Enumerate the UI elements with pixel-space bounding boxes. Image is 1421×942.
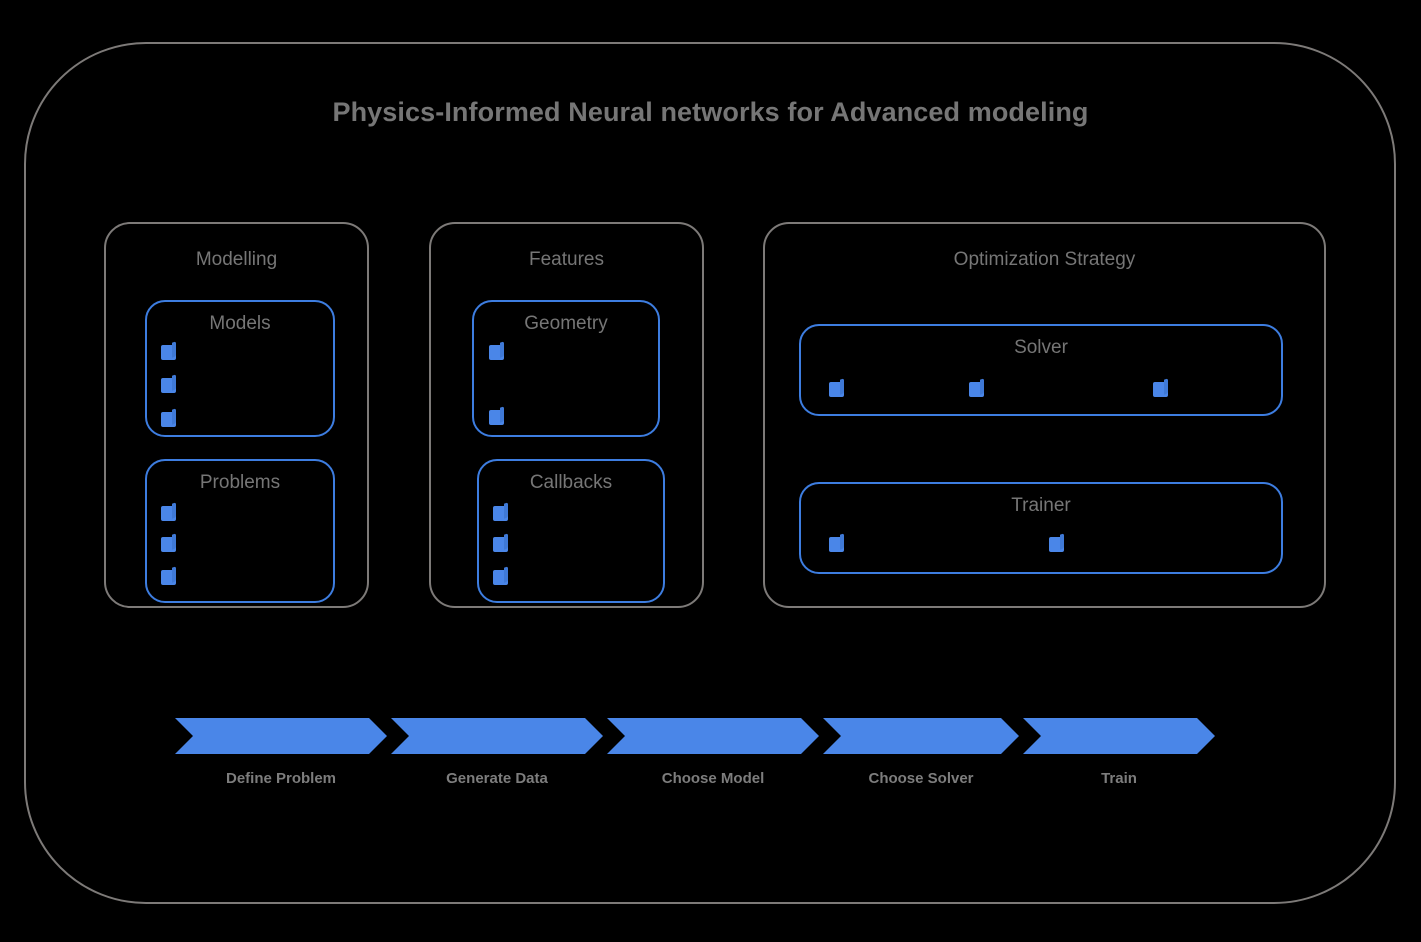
- cube-marker-problems-3: [161, 567, 179, 585]
- cube-marker-problems-2: [161, 534, 179, 552]
- cube-marker-models-3: [161, 409, 179, 427]
- card-solver[interactable]: Solver: [799, 324, 1283, 416]
- cube-marker-trainer-1: [829, 534, 847, 552]
- arrow-step-choose-solver[interactable]: [823, 718, 1019, 754]
- cube-marker-callbacks-2: [493, 534, 511, 552]
- process-flow: Define Problem Generate Data Choose Mode…: [175, 718, 1215, 787]
- step-label-define-problem: Define Problem: [225, 770, 337, 787]
- card-callbacks[interactable]: Callbacks: [477, 459, 665, 603]
- card-geometry[interactable]: Geometry: [472, 300, 660, 437]
- cube-marker-solver-3: [1153, 379, 1171, 397]
- card-trainer[interactable]: Trainer: [799, 482, 1283, 574]
- cube-marker-callbacks-3: [493, 567, 511, 585]
- card-geometry-title: Geometry: [524, 313, 608, 334]
- group-optimization-strategy-title: Optimization Strategy: [953, 249, 1136, 270]
- arrow-step-generate-data[interactable]: [391, 718, 603, 754]
- card-solver-title: Solver: [1014, 337, 1068, 358]
- cube-marker-solver-2: [969, 379, 987, 397]
- step-label-generate-data: Generate Data: [446, 770, 548, 787]
- step-label-choose-model: Choose Model: [661, 770, 765, 787]
- group-optimization-strategy: Optimization Strategy: [763, 222, 1326, 608]
- group-modelling-title: Modelling: [195, 249, 278, 270]
- card-problems-title: Problems: [199, 472, 281, 493]
- arrow-step-define-problem[interactable]: [175, 718, 387, 754]
- card-trainer-title: Trainer: [1011, 495, 1071, 516]
- cube-marker-models-1: [161, 342, 179, 360]
- step-label-train: Train: [1101, 770, 1137, 787]
- cube-marker-models-2: [161, 375, 179, 393]
- cube-marker-problems-1: [161, 503, 179, 521]
- group-modelling: Modelling: [104, 222, 369, 608]
- cube-marker-trainer-2: [1049, 534, 1067, 552]
- card-models[interactable]: Models: [145, 300, 335, 437]
- card-callbacks-title: Callbacks: [529, 472, 613, 493]
- arrow-step-choose-model[interactable]: [607, 718, 819, 754]
- diagram-title: Physics-Informed Neural networks for Adv…: [332, 97, 1089, 127]
- step-label-choose-solver: Choose Solver: [868, 770, 974, 787]
- card-problems[interactable]: Problems: [145, 459, 335, 603]
- cube-marker-geometry-2: [489, 407, 507, 425]
- group-features-title: Features: [529, 249, 604, 270]
- arrow-step-train[interactable]: [1023, 718, 1215, 754]
- cube-marker-solver-1: [829, 379, 847, 397]
- card-models-title: Models: [209, 313, 271, 334]
- cube-marker-geometry-1: [489, 342, 507, 360]
- cube-marker-callbacks-1: [493, 503, 511, 521]
- diagram-outer-frame: [24, 42, 1396, 904]
- group-features: Features: [429, 222, 704, 608]
